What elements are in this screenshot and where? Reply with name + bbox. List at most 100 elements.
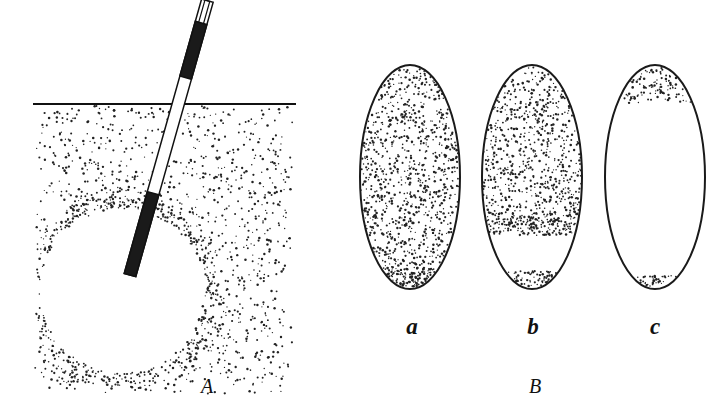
stipple-dot — [172, 367, 175, 370]
stipple-dot — [83, 144, 85, 146]
stipple-dot — [275, 259, 277, 261]
stipple-dot — [249, 138, 251, 140]
stipple-dot — [252, 232, 253, 233]
stipple-dot — [223, 345, 225, 347]
stipple-dot — [393, 163, 394, 164]
stipple-dot — [209, 243, 211, 245]
stipple-dot — [403, 268, 405, 270]
stipple-dot — [439, 142, 441, 144]
stipple-dot — [229, 329, 230, 330]
stipple-dot — [43, 244, 44, 245]
stipple-dot — [224, 392, 226, 394]
stipple-dot — [125, 381, 126, 382]
stipple-dot — [130, 204, 131, 205]
stipple-dot — [415, 173, 417, 175]
stipple-dot — [135, 142, 137, 144]
stipple-dot — [404, 123, 406, 125]
stipple-dot — [431, 207, 433, 209]
stipple-dot — [43, 264, 45, 266]
stipple-dot — [220, 373, 221, 374]
stipple-dot — [86, 121, 89, 124]
stipple-dot — [63, 199, 65, 201]
stipple-dot — [181, 362, 183, 364]
stipple-dot — [245, 338, 248, 341]
stipple-dot — [207, 288, 209, 290]
stipple-dot — [401, 184, 403, 186]
stipple-dot — [231, 170, 233, 172]
stipple-dot — [432, 251, 434, 253]
stipple-dot — [56, 380, 58, 382]
stipple-dot — [393, 193, 396, 196]
stipple-dot — [51, 345, 53, 347]
stipple-dot — [230, 191, 232, 193]
stipple-dot — [373, 228, 374, 229]
stipple-dot — [206, 267, 208, 269]
stipple-dot — [369, 232, 371, 234]
stipple-dot — [197, 346, 199, 348]
stipple-dot — [56, 111, 59, 114]
stipple-dot — [208, 350, 210, 352]
stipple-dot — [181, 367, 182, 368]
stipple-dot — [65, 139, 66, 140]
stipple-dot — [72, 380, 74, 382]
stipple-dot — [105, 143, 106, 144]
stipple-dot — [386, 246, 388, 248]
stipple-dot — [216, 158, 218, 160]
stipple-dot — [429, 268, 431, 270]
stipple-dot — [280, 336, 282, 338]
stipple-dot — [400, 207, 402, 209]
stipple-dot — [253, 191, 254, 192]
stipple-dot — [42, 266, 43, 267]
stipple-dot — [270, 372, 273, 375]
stipple-dot — [221, 196, 223, 198]
stipple-dot — [432, 139, 434, 141]
stipple-dot — [431, 229, 433, 231]
stipple-dot — [387, 235, 389, 237]
stipple-dot — [161, 208, 163, 210]
stipple-dot — [423, 192, 424, 193]
stipple-dot — [381, 184, 383, 186]
stipple-dot — [416, 207, 418, 209]
stipple-dot — [272, 182, 273, 183]
stipple-dot — [227, 152, 229, 154]
stipple-dot — [231, 259, 233, 261]
stipple-dot — [238, 322, 239, 323]
stipple-dot — [285, 171, 287, 173]
stipple-dot — [431, 260, 434, 263]
stipple-dot — [135, 206, 137, 208]
stipple-dot — [371, 226, 373, 228]
stipple-dot — [289, 237, 291, 239]
stipple-dot — [258, 359, 260, 361]
stipple-dot — [418, 164, 420, 166]
stipple-dot — [439, 144, 440, 145]
stipple-dot — [188, 128, 189, 129]
stipple-dot — [434, 160, 436, 162]
stipple-dot — [196, 214, 197, 215]
stipple-dot — [248, 190, 250, 192]
stipple-dot — [420, 143, 422, 145]
stipple-dot — [201, 248, 203, 250]
stipple-dot — [454, 142, 456, 144]
stipple-dot — [95, 200, 97, 202]
stipple-dot — [98, 177, 100, 179]
stipple-dot — [455, 206, 457, 208]
stipple-dot — [192, 350, 193, 351]
stipple-dot — [406, 116, 408, 118]
stipple-dot — [202, 239, 204, 241]
stipple-dot — [119, 205, 121, 207]
stipple-dot — [175, 378, 177, 380]
stipple-dot — [78, 200, 79, 201]
stipple-dot — [50, 378, 53, 381]
stipple-dot — [252, 260, 254, 262]
stipple-dot — [127, 199, 129, 201]
stipple-dot — [139, 192, 141, 194]
stipple-dot — [376, 190, 378, 192]
stipple-dot — [183, 218, 186, 221]
stipple-dot — [145, 190, 147, 192]
stipple-dot — [139, 382, 141, 384]
stipple-dot — [108, 378, 110, 380]
stipple-dot — [409, 167, 411, 169]
stipple-dot — [65, 156, 68, 159]
stipple-dot — [64, 372, 66, 374]
stipple-dot — [162, 216, 164, 218]
